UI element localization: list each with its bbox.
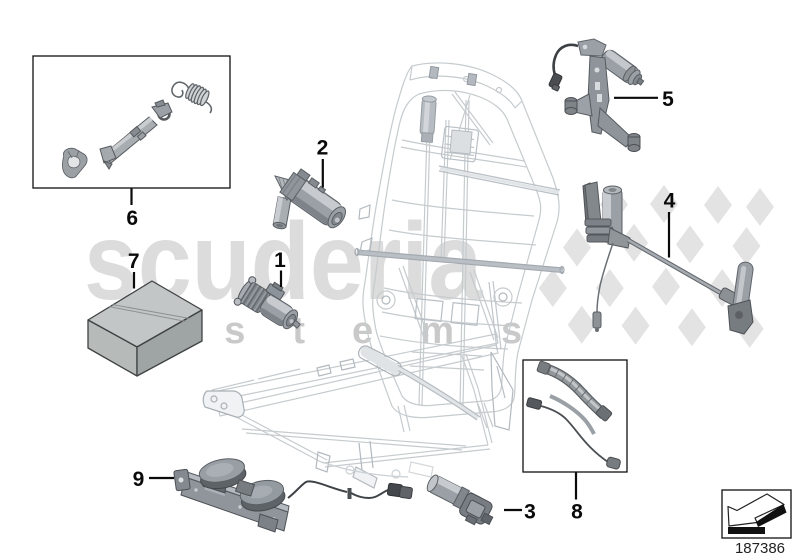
- svg-text:1: 1: [274, 249, 286, 272]
- svg-text:8: 8: [571, 501, 583, 524]
- svg-text:7: 7: [128, 250, 140, 273]
- svg-text:5: 5: [662, 88, 674, 111]
- svg-text:2: 2: [317, 137, 329, 160]
- svg-text:9: 9: [133, 468, 145, 491]
- svg-text:3: 3: [524, 501, 536, 524]
- svg-text:6: 6: [126, 207, 138, 230]
- svg-text:187386: 187386: [735, 540, 785, 557]
- svg-text:4: 4: [664, 190, 676, 213]
